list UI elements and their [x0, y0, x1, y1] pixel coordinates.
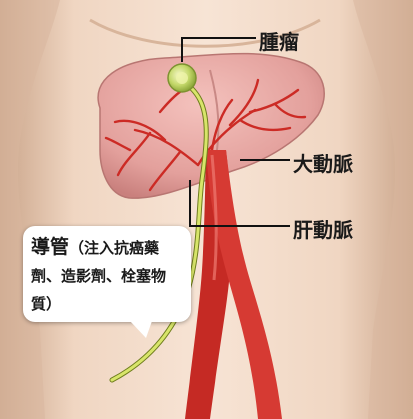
- aorta-label: 大動脈: [293, 148, 353, 177]
- catheter-label: 導管: [31, 236, 69, 258]
- catheter-callout: 導管（注入抗癌藥劑、造影劑、栓塞物質）: [23, 226, 191, 322]
- hepatic-artery-label: 肝動脈: [293, 214, 353, 243]
- tumor-label: 腫瘤: [259, 26, 299, 55]
- tumor-core: [176, 72, 188, 84]
